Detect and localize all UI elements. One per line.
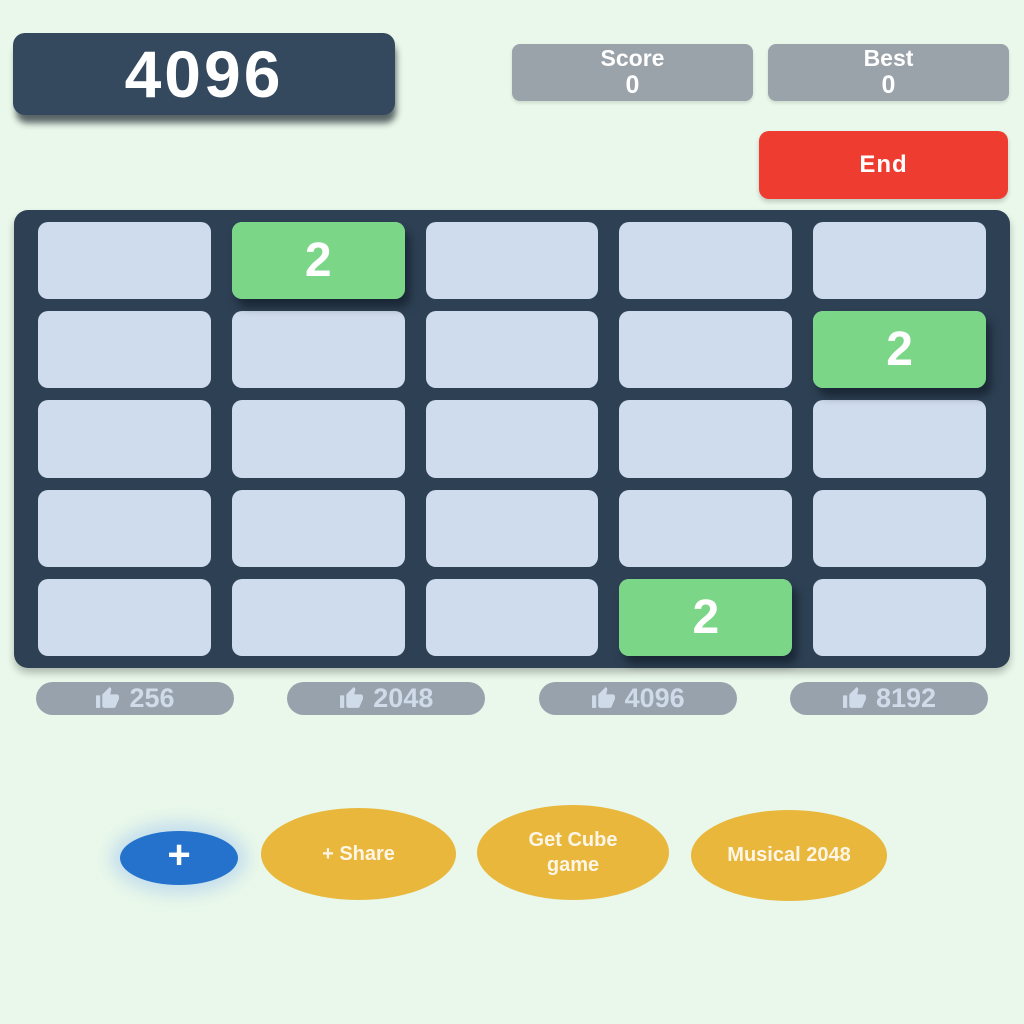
- milestone-label: 2048: [373, 683, 434, 713]
- thumbs-up-icon: [591, 687, 615, 708]
- board-cell-r2-c0: [38, 400, 211, 478]
- board-cell-r0-c0: [38, 222, 211, 300]
- board-cell-r4-c1: [231, 578, 405, 656]
- thumbs-up-icon: [340, 687, 364, 708]
- share-button[interactable]: + Share: [261, 808, 456, 900]
- board-cell-r2-c4: [813, 400, 986, 478]
- board-cell-r3-c3: [619, 489, 793, 567]
- tile-r4-c3[interactable]: 2: [619, 578, 793, 656]
- board-cell-r2-c3: [619, 400, 793, 478]
- thumbs-up-icon: [842, 687, 866, 708]
- game-title-text: 4096: [124, 37, 284, 111]
- milestone-badge-256[interactable]: 256: [36, 682, 234, 715]
- board-cell-r3-c4: [813, 489, 986, 567]
- best-value: 0: [881, 71, 896, 100]
- get-cube-game-button-label: Get Cube game: [528, 828, 618, 876]
- milestone-badge-2048[interactable]: 2048: [287, 682, 486, 715]
- board-cell-r4-c0: [38, 578, 211, 656]
- milestone-label: 8192: [875, 683, 937, 713]
- milestone-label: 256: [129, 683, 175, 713]
- thumbs-up-icon: [96, 687, 120, 708]
- board-cell-r3-c1: [231, 489, 405, 567]
- tile-r1-c4[interactable]: 2: [813, 311, 986, 389]
- musical-2048-button-label: Musical 2048: [727, 844, 851, 866]
- end-game-button[interactable]: End: [759, 131, 1008, 199]
- tile-r0-c1[interactable]: 2: [231, 222, 405, 300]
- board-cell-r2-c1: [231, 400, 405, 478]
- milestone-label: 4096: [624, 683, 685, 713]
- game-title: 4096: [13, 33, 395, 115]
- milestone-badge-8192[interactable]: 8192: [789, 682, 988, 715]
- game-board-grid[interactable]: 2 2 2: [14, 210, 1010, 668]
- end-game-button-label: End: [859, 151, 908, 178]
- board-cell-r1-c4: 2: [813, 311, 986, 389]
- board-cell-r1-c2: [425, 311, 599, 389]
- board-cell-r2-c2: [425, 400, 599, 478]
- musical-2048-button[interactable]: Musical 2048: [691, 810, 887, 901]
- best-label: Best: [863, 44, 914, 71]
- get-cube-game-button[interactable]: Get Cube game: [477, 805, 669, 900]
- board-cell-r0-c2: [425, 222, 599, 300]
- board-cell-r3-c0: [38, 489, 211, 567]
- score-label: Score: [600, 44, 665, 71]
- score-box: Score 0: [512, 44, 753, 101]
- milestone-row: 256 2048 4096 8192: [36, 682, 988, 715]
- share-button-label: + Share: [322, 842, 395, 865]
- add-button-label: +: [167, 833, 191, 877]
- board-cell-r1-c3: [619, 311, 793, 389]
- score-value: 0: [625, 71, 640, 100]
- board-cell-r4-c2: [425, 578, 599, 656]
- board-cell-r0-c3: [619, 222, 793, 300]
- board-cell-r1-c1: [231, 311, 405, 389]
- board-cell-r4-c4: [813, 578, 986, 656]
- add-button[interactable]: +: [120, 831, 238, 885]
- milestone-badge-4096[interactable]: 4096: [538, 682, 737, 715]
- board-cell-r3-c2: [425, 489, 599, 567]
- board-cell-r1-c0: [38, 311, 211, 389]
- board-cell-r0-c4: [813, 222, 986, 300]
- board-cell-r0-c1: 2: [231, 222, 405, 300]
- best-box: Best 0: [768, 44, 1009, 101]
- board-cell-r4-c3: 2: [619, 578, 793, 656]
